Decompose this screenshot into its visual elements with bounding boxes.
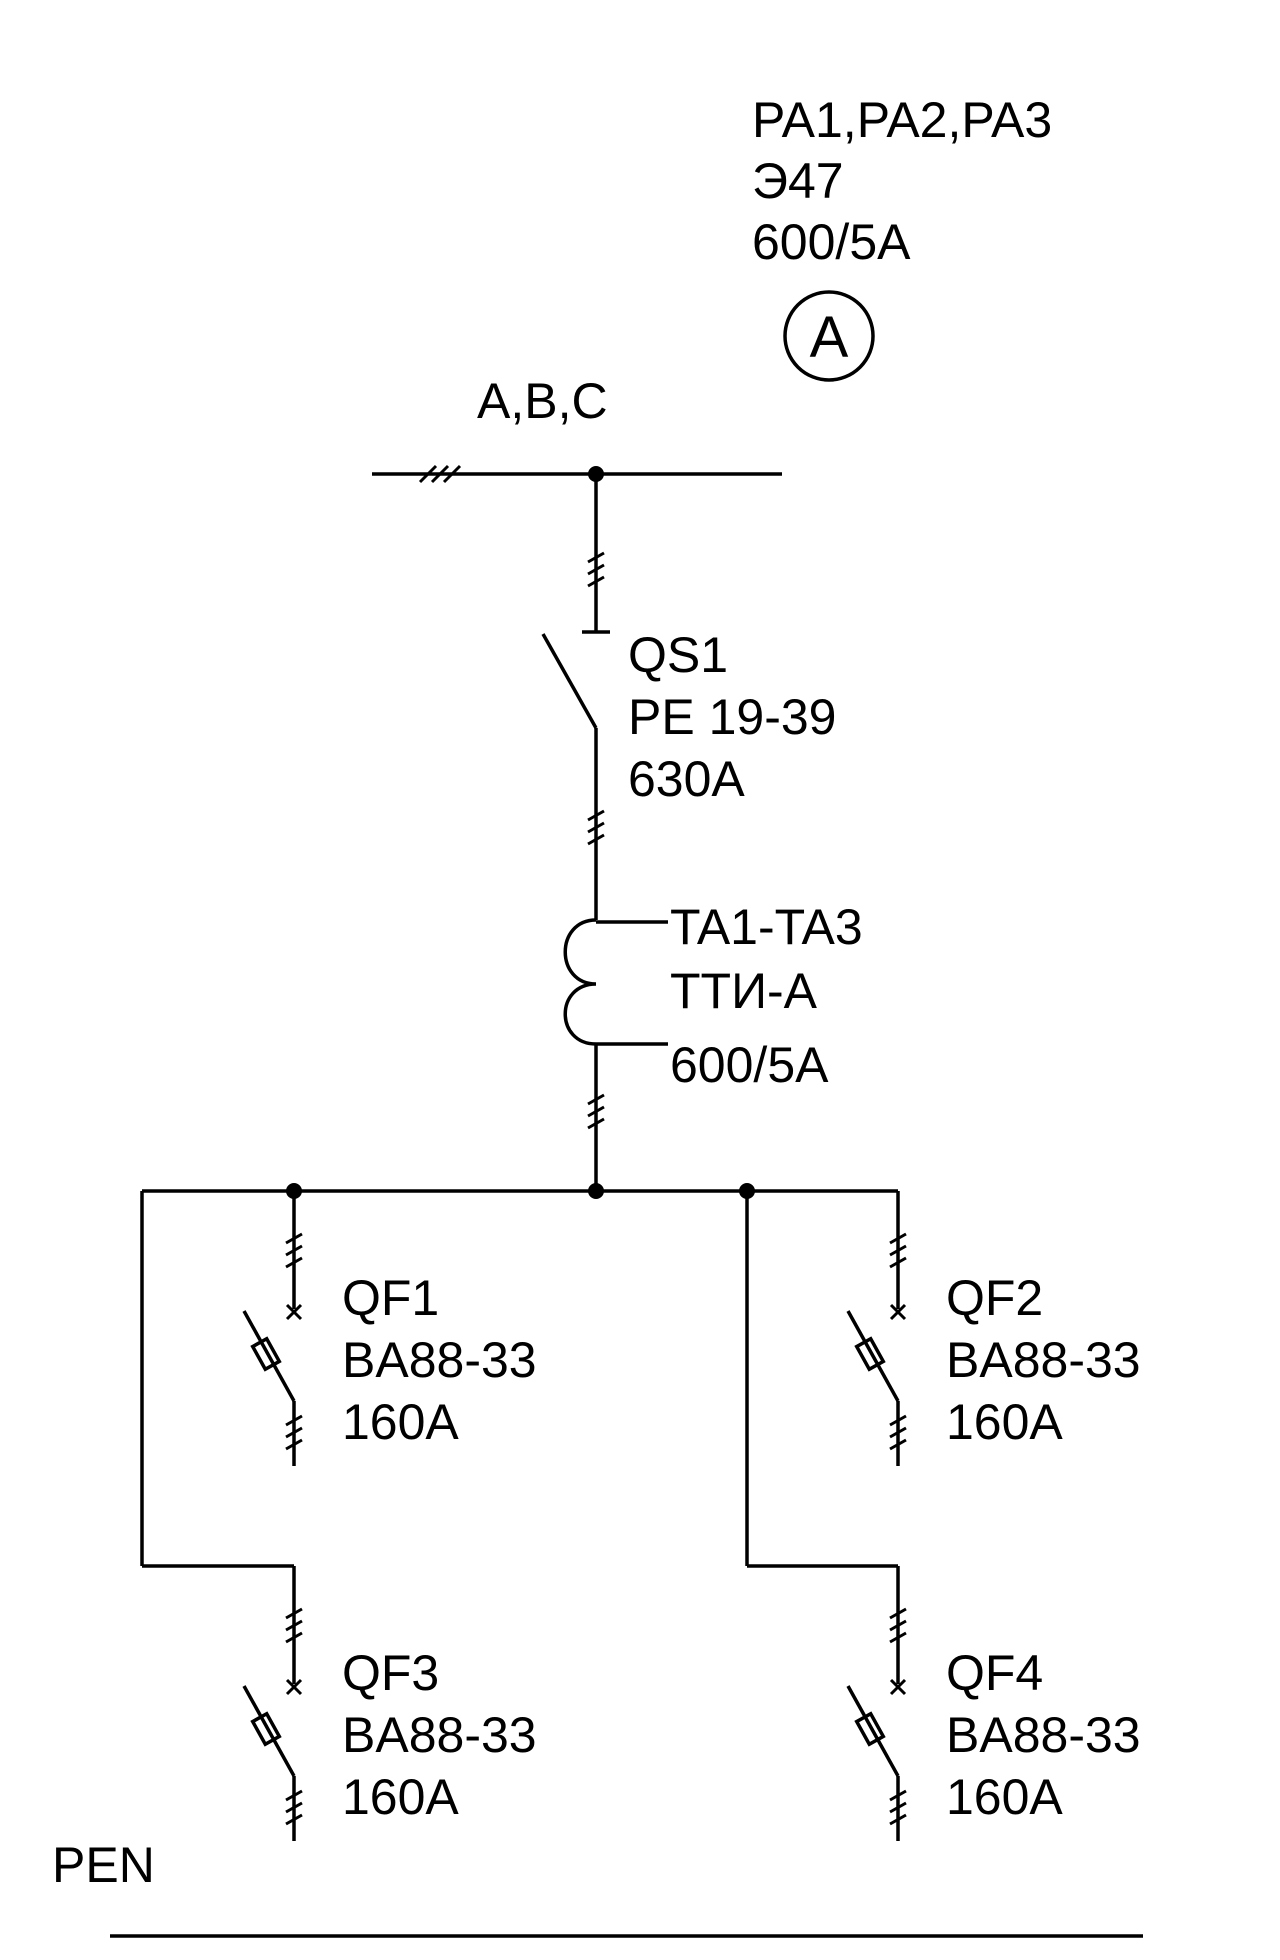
busbar-three-phase-marks-icon: [418, 464, 462, 484]
disconnector-rating: 630A: [628, 751, 745, 807]
three-phase-marks-icon: [889, 1414, 907, 1451]
breaker-designation: QF2: [946, 1270, 1043, 1326]
main-busbar: A,B,C: [372, 373, 782, 484]
circuit-breakers: QF1BA88-33160AQF2BA88-33160AQF3BA88-3316…: [242, 1191, 1141, 1841]
breaker-designation: QF1: [342, 1270, 439, 1326]
breaker-blade-icon: [242, 1685, 296, 1777]
breaker-designation: QF3: [342, 1645, 439, 1701]
pen-bus: PEN: [52, 1837, 1143, 1938]
junction-dot: [588, 1183, 604, 1199]
disconnector-qs1: QS1 PE 19-39 630A: [541, 474, 836, 920]
three-phase-marks-icon: [889, 1232, 907, 1269]
breaker-blade-icon: [846, 1310, 900, 1402]
three-phase-marks-icon: [889, 1789, 907, 1826]
breaker-contact-x-icon: [285, 1303, 303, 1321]
breaker-type: BA88-33: [946, 1332, 1141, 1388]
breaker-designation: QF4: [946, 1645, 1043, 1701]
breaker-contact-x-icon: [889, 1303, 907, 1321]
disconnector-designation: QS1: [628, 627, 728, 683]
trip-unit-icon: [250, 1336, 282, 1372]
ct-type: ТТИ-А: [670, 963, 818, 1019]
three-phase-marks-icon: [285, 1607, 303, 1644]
breaker-contact-x-icon: [889, 1678, 907, 1696]
three-phase-marks-icon: [889, 1607, 907, 1644]
three-phase-marks-icon: [587, 809, 605, 846]
three-phase-marks-icon: [587, 1093, 605, 1130]
current-transformer: TA1-TA3 ТТИ-А 600/5A: [563, 899, 863, 1191]
three-phase-marks-icon: [285, 1414, 303, 1451]
ct-designation: TA1-TA3: [670, 899, 863, 955]
trip-unit-icon: [250, 1711, 282, 1747]
disconnector-blade-icon: [541, 633, 598, 729]
meter-type: Э47: [752, 153, 844, 209]
ammeter-symbol: A: [810, 305, 849, 370]
breaker-rating: 160A: [342, 1769, 459, 1825]
breaker-type: BA88-33: [342, 1332, 537, 1388]
distribution-bus: [140, 1183, 898, 1568]
breaker-blade-icon: [846, 1685, 900, 1777]
breaker-rating: 160A: [946, 1394, 1063, 1450]
breaker-contact-x-icon: [285, 1678, 303, 1696]
trip-unit-icon: [854, 1336, 886, 1372]
disconnector-type: PE 19-39: [628, 689, 836, 745]
ct-rating: 600/5A: [670, 1037, 829, 1093]
three-phase-marks-icon: [587, 551, 605, 588]
three-phase-marks-icon: [285, 1789, 303, 1826]
breaker-type: BA88-33: [342, 1707, 537, 1763]
current-transformer-coil-icon: [563, 918, 597, 1046]
breaker-type: BA88-33: [946, 1707, 1141, 1763]
breaker-rating: 160A: [946, 1769, 1063, 1825]
three-phase-marks-icon: [285, 1232, 303, 1269]
busbar-phases-label: A,B,C: [477, 373, 608, 429]
meter-designation: PA1,PA2,PA3: [752, 92, 1052, 148]
breaker-blade-icon: [242, 1310, 296, 1402]
pen-label: PEN: [52, 1837, 155, 1893]
breaker-rating: 160A: [342, 1394, 459, 1450]
meter-rating: 600/5A: [752, 214, 911, 270]
ammeter-circle-icon: [783, 290, 875, 382]
ammeter-block: PA1,PA2,PA3 Э47 600/5A A: [752, 92, 1052, 382]
trip-unit-icon: [854, 1711, 886, 1747]
